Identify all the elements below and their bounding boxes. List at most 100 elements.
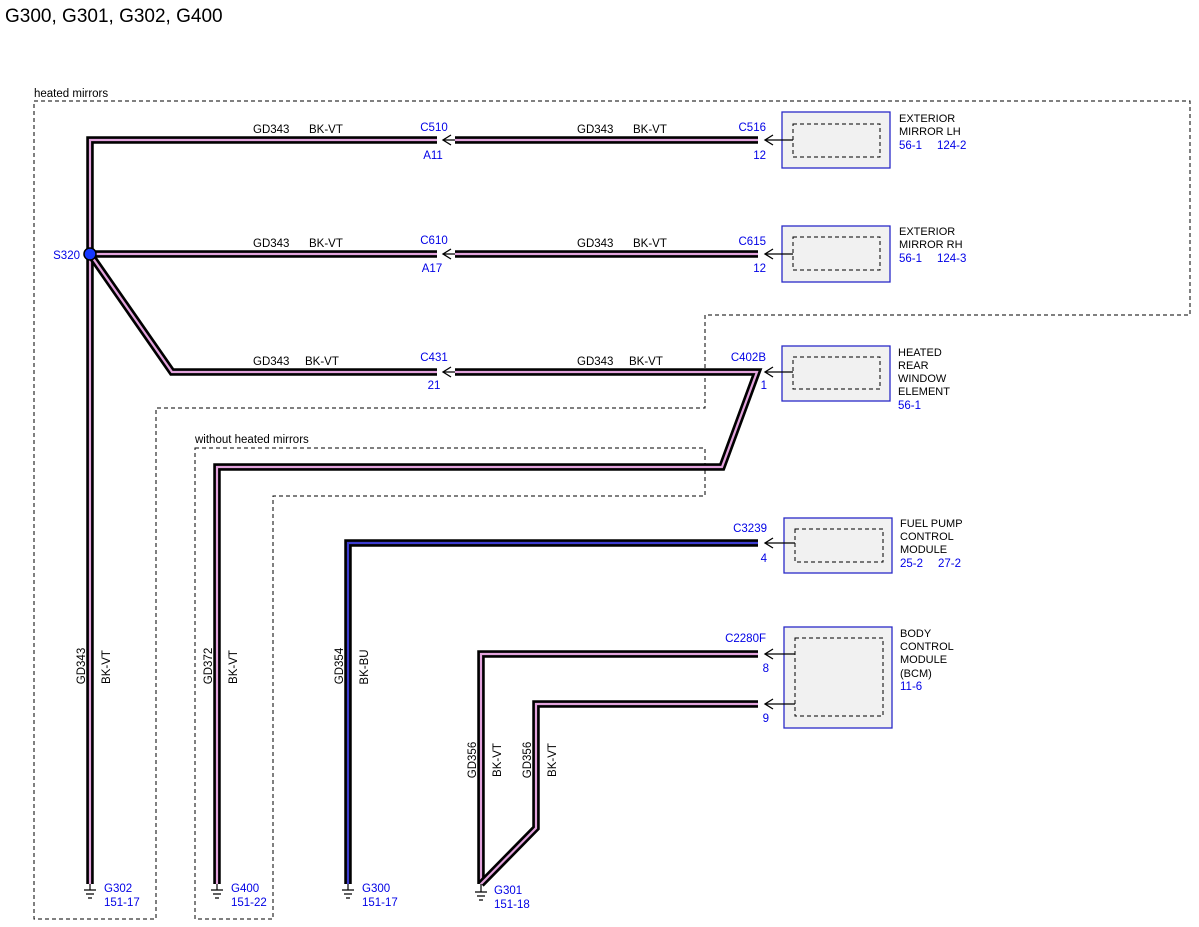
splice-label[interactable]: S320 bbox=[53, 250, 80, 262]
circuit-label: GD354 bbox=[334, 647, 346, 684]
wire-outer bbox=[478, 700, 758, 887]
wire-gd354-to-g300 bbox=[344, 539, 758, 884]
circuit-label: GD343 bbox=[253, 238, 289, 250]
circuit-label: GD343 bbox=[577, 238, 613, 250]
wire-gd372-to-g400 bbox=[213, 368, 763, 884]
component-connector-housing bbox=[792, 236, 881, 271]
wire-stripe bbox=[89, 253, 437, 374]
connector-pin-symbol bbox=[763, 134, 793, 146]
wire-color-label: BK-VT bbox=[547, 743, 559, 777]
group-without-heated-mirrors-outline bbox=[194, 447, 706, 920]
ground-id[interactable]: G301 bbox=[494, 885, 522, 897]
inline-connector-pin[interactable]: 21 bbox=[428, 380, 441, 392]
circuit-label: GD343 bbox=[253, 356, 289, 368]
inline-connector-pin[interactable]: A11 bbox=[423, 150, 443, 162]
connector-pin-symbol bbox=[763, 366, 793, 378]
component-name-line: MIRROR LH bbox=[899, 126, 961, 138]
circuit-label: GD372 bbox=[203, 648, 215, 684]
component-exterior-mirror-rh: C615 12 EXTERIOR MIRROR RH 56-1 124-3 bbox=[739, 225, 966, 283]
component-exterior-mirror-lh: C516 12 EXTERIOR MIRROR LH 56-1 124-2 bbox=[739, 111, 966, 169]
component-name-line: (BCM) bbox=[900, 668, 932, 680]
inline-connector-c431-symbol bbox=[441, 366, 455, 378]
wire-gd356-pin9-to-g301 bbox=[478, 700, 758, 887]
wire-gd343-to-c431 bbox=[86, 251, 437, 376]
component-ref-link[interactable]: 56-1 bbox=[898, 400, 921, 412]
ground-ref-link[interactable]: 151-22 bbox=[231, 897, 267, 909]
component-ref-link[interactable]: 124-3 bbox=[937, 253, 966, 265]
component-ref-link[interactable]: 56-1 bbox=[899, 253, 922, 265]
wire-stripe bbox=[215, 370, 759, 884]
circuit-label: GD356 bbox=[522, 742, 534, 778]
ground-icon bbox=[342, 884, 354, 899]
component-ref-link[interactable]: 56-1 bbox=[899, 140, 922, 152]
component-body-control-module: C2280F 8 9 BODY CONTROL MODULE (BCM) 11-… bbox=[725, 626, 954, 729]
ground-g400: G400 151-22 bbox=[211, 883, 267, 909]
ground-g302: G302 151-17 bbox=[84, 883, 140, 909]
component-connector-id[interactable]: C2280F bbox=[725, 633, 766, 645]
component-connector-id[interactable]: C516 bbox=[739, 122, 767, 134]
component-name-line: EXTERIOR bbox=[899, 113, 955, 125]
wire-color-label: BK-VT bbox=[309, 238, 343, 250]
circuit-label: GD343 bbox=[577, 124, 613, 136]
wire-gd343-to-g302 bbox=[86, 136, 437, 884]
wire-stripe bbox=[480, 702, 758, 885]
component-heated-rear-window-element: C402B 1 HEATED REAR WINDOW ELEMENT 56-1 bbox=[731, 345, 950, 412]
ground-ref-link[interactable]: 151-18 bbox=[494, 899, 530, 911]
component-pin-number[interactable]: 1 bbox=[761, 380, 767, 392]
circuit-label: GD356 bbox=[467, 742, 479, 778]
wire-stripe bbox=[88, 138, 437, 884]
ground-icon bbox=[475, 884, 487, 901]
ground-id[interactable]: G300 bbox=[362, 883, 390, 895]
inline-connector-c510-symbol bbox=[441, 134, 455, 146]
component-ref-link[interactable]: 27-2 bbox=[938, 558, 961, 570]
component-pin-number[interactable]: 9 bbox=[763, 713, 769, 725]
ground-id[interactable]: G302 bbox=[104, 883, 132, 895]
wire-color-label: BK-VT bbox=[228, 650, 240, 684]
component-pin-number[interactable]: 12 bbox=[753, 263, 766, 275]
circuit-label: GD343 bbox=[76, 648, 88, 684]
wire-color-label: BK-VT bbox=[633, 238, 667, 250]
component-pin-number[interactable]: 4 bbox=[761, 553, 768, 565]
wire-color-label: BK-VT bbox=[633, 124, 667, 136]
component-connector-housing bbox=[792, 356, 881, 390]
component-connector-id[interactable]: C3239 bbox=[733, 523, 767, 535]
group-heated-mirrors-label: heated mirrors bbox=[34, 88, 108, 100]
wire-stripe bbox=[479, 652, 758, 884]
component-fuel-pump-control-module: C3239 4 FUEL PUMP CONTROL MODULE 25-2 27… bbox=[733, 517, 963, 574]
wire-stripe bbox=[346, 541, 758, 884]
ground-id[interactable]: G400 bbox=[231, 883, 259, 895]
component-name-line: HEATED bbox=[898, 347, 942, 359]
wire-color-label: BK-BU bbox=[359, 649, 371, 684]
component-name-line: MODULE bbox=[900, 544, 947, 556]
component-connector-housing bbox=[792, 123, 881, 158]
wire-outer bbox=[86, 251, 437, 376]
splice-point[interactable] bbox=[83, 247, 97, 261]
ground-ref-link[interactable]: 151-17 bbox=[362, 897, 398, 909]
ground-ref-link[interactable]: 151-17 bbox=[104, 897, 140, 909]
group-without-heated-mirrors-label: without heated mirrors bbox=[194, 434, 309, 446]
inline-connector-id[interactable]: C431 bbox=[420, 352, 448, 364]
component-name-line: FUEL PUMP bbox=[900, 518, 963, 530]
connector-pin-symbol bbox=[763, 537, 795, 549]
ground-g301: G301 151-18 bbox=[475, 884, 530, 911]
component-pin-number[interactable]: 12 bbox=[753, 150, 766, 162]
component-name-line: REAR bbox=[898, 360, 929, 372]
component-ref-link[interactable]: 25-2 bbox=[900, 558, 923, 570]
component-connector-id[interactable]: C615 bbox=[739, 236, 767, 248]
component-name-line: ELEMENT bbox=[898, 386, 950, 398]
component-pin-number[interactable]: 8 bbox=[763, 663, 769, 675]
ground-icon bbox=[84, 884, 96, 899]
component-name-line: CONTROL bbox=[900, 531, 954, 543]
inline-connector-pin[interactable]: A17 bbox=[422, 263, 442, 275]
connector-pin-9-symbol bbox=[763, 698, 795, 710]
component-name-line: MODULE bbox=[900, 654, 947, 666]
component-ref-link[interactable]: 11-6 bbox=[900, 681, 922, 693]
component-name-line: BODY bbox=[900, 628, 932, 640]
connector-pin-symbol bbox=[763, 248, 793, 260]
inline-connector-id[interactable]: C510 bbox=[420, 122, 448, 134]
component-connector-id[interactable]: C402B bbox=[731, 352, 766, 364]
component-ref-link[interactable]: 124-2 bbox=[937, 140, 966, 152]
inline-connector-id[interactable]: C610 bbox=[420, 235, 448, 247]
wire-outer bbox=[213, 368, 763, 884]
inline-connector-c610-symbol bbox=[441, 248, 455, 260]
